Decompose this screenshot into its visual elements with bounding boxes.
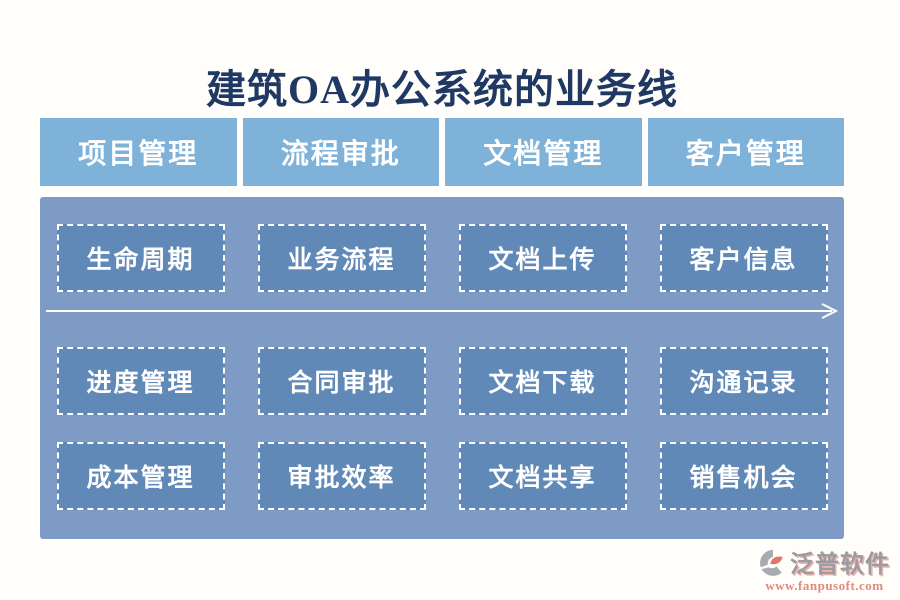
item-approval-efficiency: 审批效率 <box>257 442 426 510</box>
fanpu-logo: 泛普软件 www.fanpusoft.com <box>759 549 890 594</box>
item-document-upload: 文档上传 <box>458 224 627 292</box>
flow-arrow-icon <box>46 303 838 319</box>
item-row-2: 进度管理 合同审批 文档下载 沟通记录 <box>40 347 844 415</box>
brand-name: 泛普软件 <box>790 552 890 578</box>
item-cost-management: 成本管理 <box>56 442 225 510</box>
item-business-process: 业务流程 <box>257 224 426 292</box>
item-document-download: 文档下载 <box>458 347 627 415</box>
fanpu-logo-icon <box>759 549 783 576</box>
item-row-1: 生命周期 业务流程 文档上传 客户信息 <box>40 224 844 292</box>
item-contract-approval: 合同审批 <box>257 347 426 415</box>
item-communication-record: 沟通记录 <box>659 347 828 415</box>
header-document-management: 文档管理 <box>445 118 642 186</box>
item-progress-management: 进度管理 <box>56 347 225 415</box>
item-customer-info: 客户信息 <box>659 224 828 292</box>
item-lifecycle: 生命周期 <box>56 224 225 292</box>
column-headers: 项目管理 流程审批 文档管理 客户管理 <box>40 118 844 186</box>
item-sales-opportunity: 销售机会 <box>659 442 828 510</box>
main-panel: 生命周期 业务流程 文档上传 客户信息 进度管理 合同审批 文档下载 沟通记录 … <box>40 197 844 539</box>
item-document-share: 文档共享 <box>458 442 627 510</box>
brand-url: www.fanpusoft.com <box>765 578 884 593</box>
page-title: 建筑OA办公系统的业务线 <box>206 67 678 112</box>
header-project-management: 项目管理 <box>40 118 237 186</box>
item-row-3: 成本管理 审批效率 文档共享 销售机会 <box>40 442 844 510</box>
header-process-approval: 流程审批 <box>242 118 439 186</box>
header-customer-management: 客户管理 <box>647 118 844 186</box>
